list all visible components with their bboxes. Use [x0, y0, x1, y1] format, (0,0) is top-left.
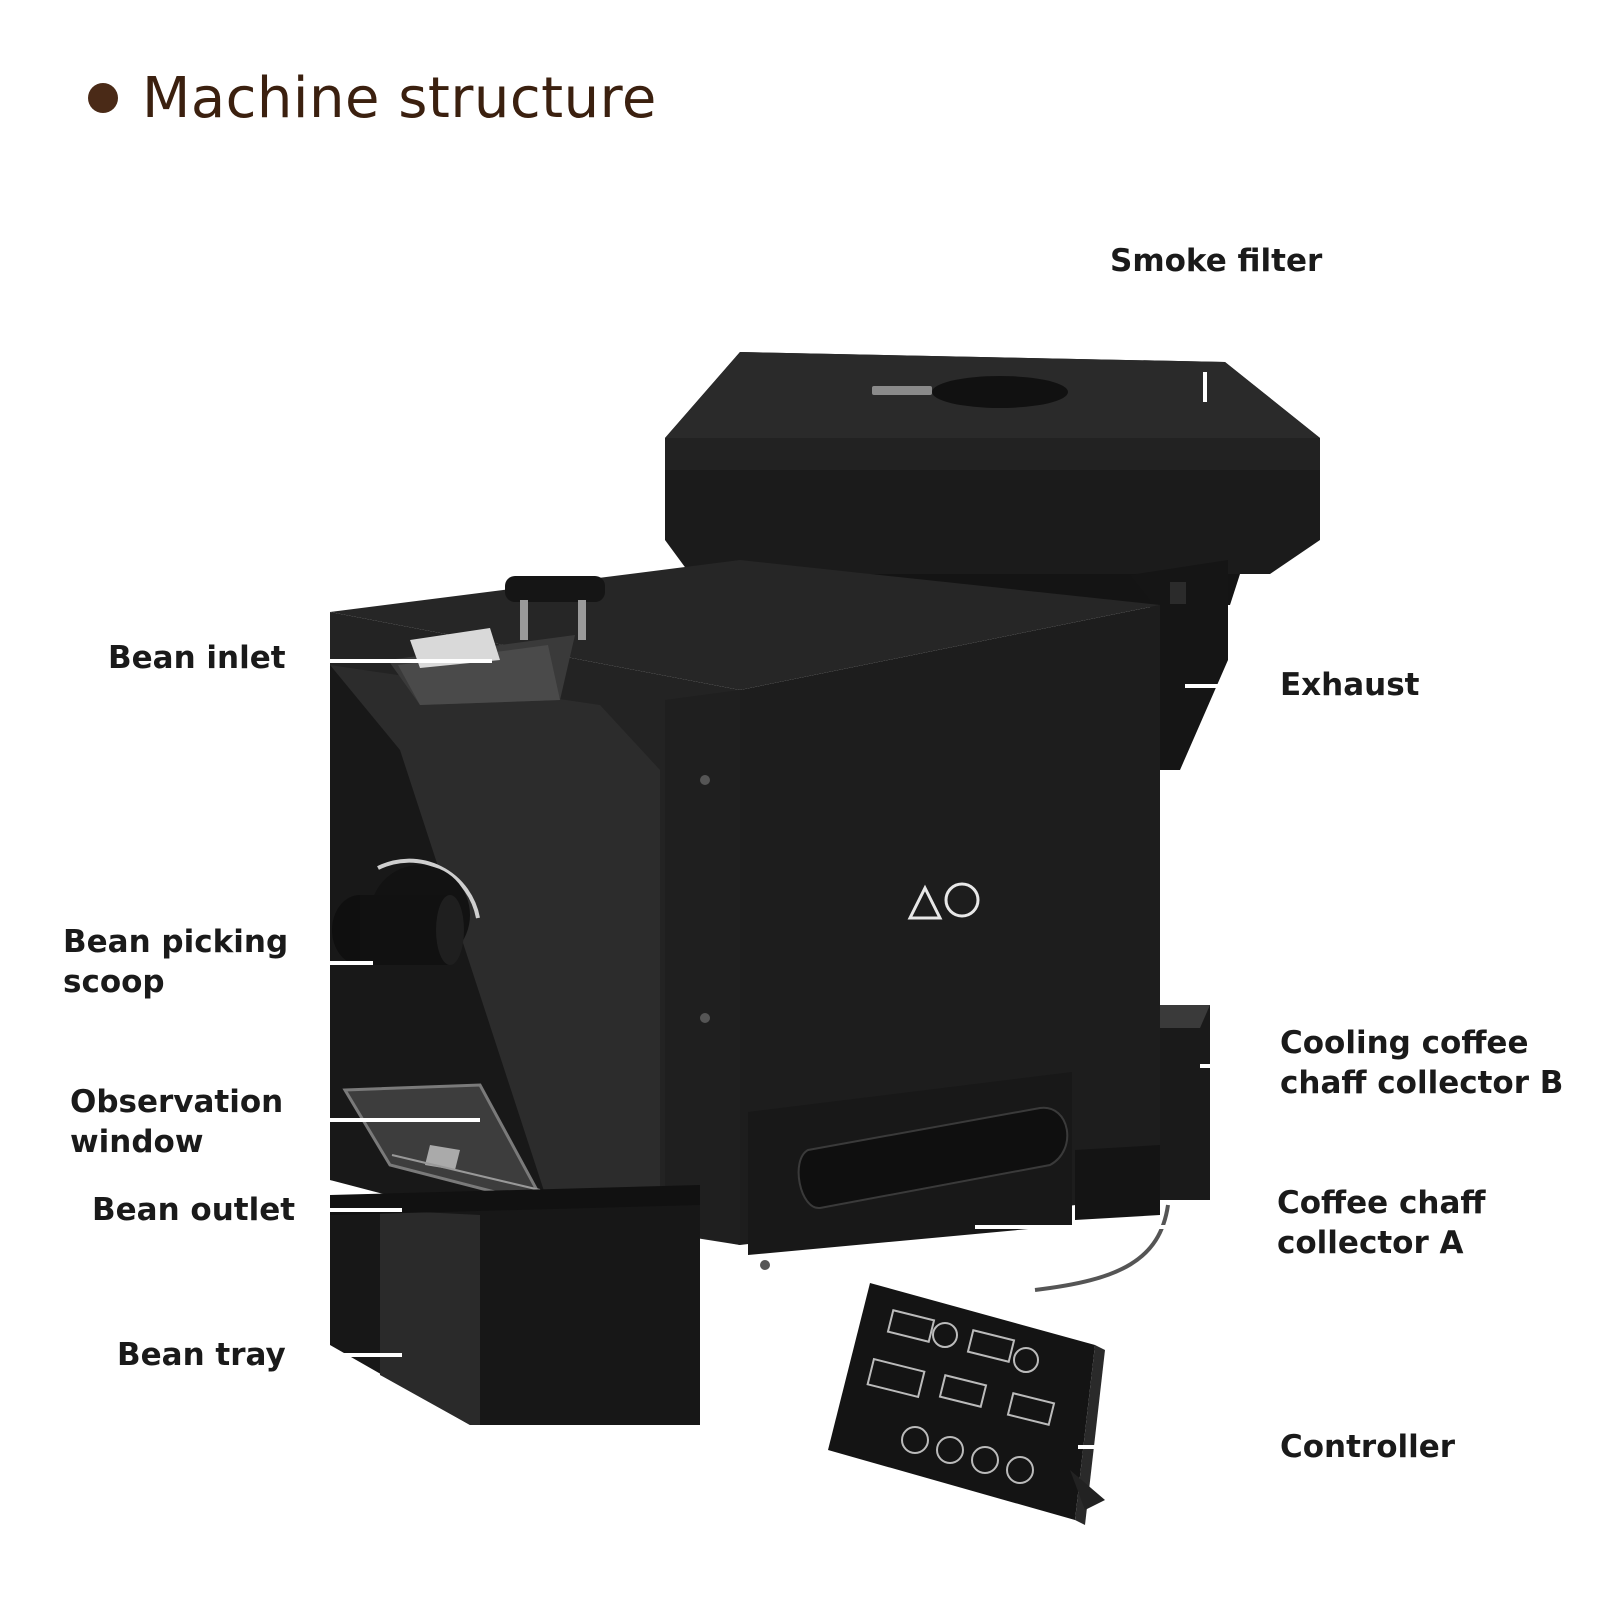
label-bean-inlet: Bean inlet [108, 640, 286, 676]
label-chaff-collector-a: Coffee chaff collector A [1277, 1183, 1485, 1263]
label-cooling-chaff-collector-b: Cooling coffee chaff collector B [1280, 1023, 1563, 1103]
page-title: Machine structure [142, 65, 657, 131]
label-line: window [70, 1124, 204, 1160]
label-line: Coffee chaff [1277, 1185, 1486, 1221]
label-line: Observation [70, 1084, 284, 1120]
label-observation-window: Observation window [70, 1082, 283, 1162]
controller-cable [1034, 1204, 1170, 1292]
label-line: collector A [1277, 1225, 1464, 1261]
bean-picking-scoop-knob [332, 858, 480, 965]
label-exhaust: Exhaust [1280, 667, 1420, 703]
smoke-filter-hood [665, 352, 1320, 605]
label-bean-picking-scoop: Bean picking scoop [63, 922, 288, 1002]
label-controller: Controller [1280, 1429, 1456, 1465]
manual-icon [944, 882, 980, 918]
label-bean-tray: Bean tray [117, 1337, 286, 1373]
label-line: Bean picking [63, 924, 289, 960]
label-line: chaff collector B [1280, 1065, 1564, 1101]
label-line: Cooling coffee [1280, 1025, 1529, 1061]
chaff-collector-a-drawer [748, 1072, 1160, 1255]
page-heading: Machine structure [88, 58, 657, 138]
leader-lines [330, 372, 1280, 1449]
controller-panel [828, 1283, 1105, 1525]
heading-bullet [88, 83, 118, 113]
label-line: scoop [63, 964, 165, 1000]
warning-icon [907, 884, 943, 920]
label-bean-outlet: Bean outlet [92, 1192, 296, 1228]
bean-tray [330, 1185, 700, 1425]
bean-inlet-hopper [388, 576, 605, 705]
label-smoke-filter: Smoke filter [1110, 243, 1323, 279]
